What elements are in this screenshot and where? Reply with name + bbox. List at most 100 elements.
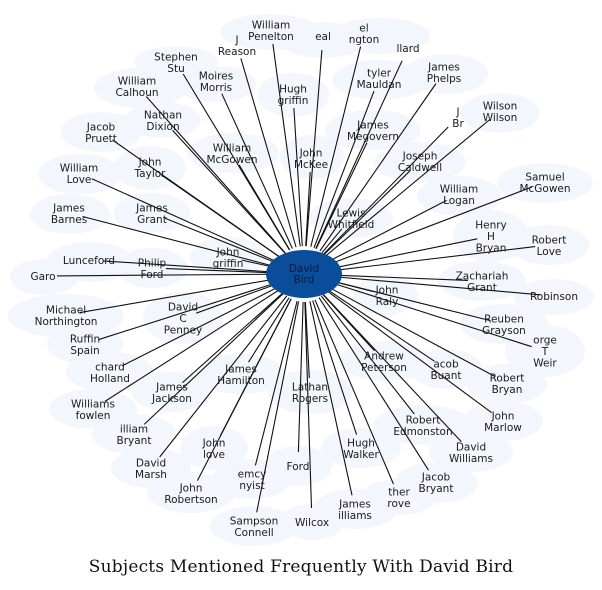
node-label-line: Lunceford (63, 255, 115, 267)
edge-j-br (323, 126, 449, 255)
edge-joseph-caldwell (323, 170, 411, 255)
node-label-line: Williams (71, 398, 115, 410)
node-label-line: William (440, 183, 478, 195)
node-label-line: Edmonston (393, 426, 452, 438)
node-wilcox[interactable]: Wilcox (295, 517, 329, 529)
node-bubble (417, 176, 501, 216)
node-label-line: Wilcox (295, 517, 329, 529)
node-bubble (268, 370, 352, 414)
node-label-line: Ford (287, 461, 310, 473)
node-ford[interactable]: Ford (287, 461, 310, 473)
node-label-line: J (455, 106, 459, 118)
node-robinson[interactable]: Robinson (530, 291, 578, 303)
node-label-line: H (487, 231, 495, 243)
node-bubble (280, 504, 344, 540)
node-label-line: Michael (46, 304, 86, 316)
node-label-line: David (456, 441, 486, 453)
node-label-line: Philip (138, 257, 167, 269)
node-bubble (514, 279, 594, 315)
node-garo[interactable]: Garo (30, 271, 55, 283)
node-label-line: emcy (238, 468, 267, 480)
center-node-david-bird[interactable] (266, 250, 342, 298)
edge-james-phelps (319, 83, 437, 252)
node-label-line: Grant (467, 282, 497, 294)
node-label-line: Morris (200, 82, 232, 94)
node-label-line: William (118, 75, 156, 87)
node-label-line: James (224, 363, 257, 375)
node-lunceford[interactable]: Lunceford (63, 255, 115, 267)
edge-emcy-nyist (254, 300, 298, 466)
center-label-line: Bird (294, 274, 315, 286)
node-label-line: Ruffin (70, 333, 100, 345)
node-label-line: Calhoun (115, 87, 158, 99)
edge-hugh-walker (312, 300, 358, 435)
node-label-line: llard (396, 43, 419, 55)
node-bubble (92, 414, 176, 454)
node-label-line: McGowen (519, 183, 570, 195)
node-bubble (257, 73, 329, 117)
node-label-line: Caldwell (398, 162, 442, 174)
node-label-line: Nathan (144, 109, 182, 121)
node-bubble (38, 154, 122, 194)
node-neal[interactable]: eal (315, 31, 331, 43)
node-llard[interactable]: llard (396, 43, 419, 55)
node-bubble (429, 432, 513, 472)
